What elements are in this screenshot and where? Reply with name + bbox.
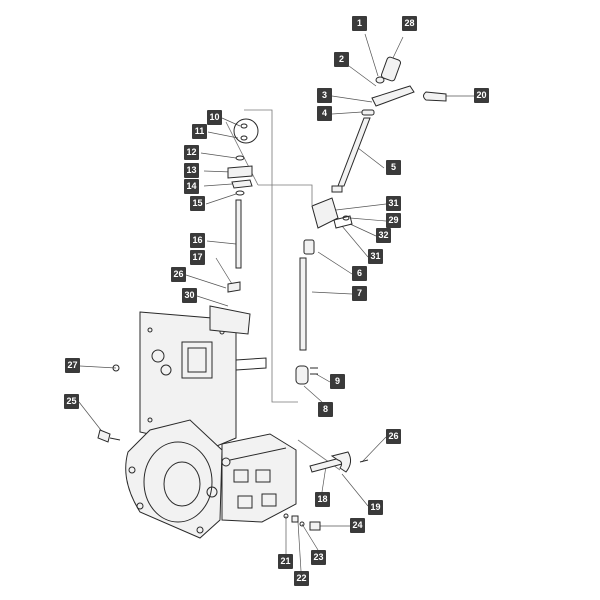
bell-housing bbox=[125, 419, 223, 539]
small-fasteners bbox=[227, 118, 259, 293]
callout-26-left: 26 bbox=[171, 267, 186, 282]
callout-13: 13 bbox=[184, 163, 199, 178]
gear-case bbox=[206, 433, 297, 523]
callout-21: 21 bbox=[278, 554, 293, 569]
callout-16: 16 bbox=[190, 233, 205, 248]
callout-22: 22 bbox=[294, 571, 309, 586]
callout-5: 5 bbox=[386, 160, 401, 175]
collar-and-pins bbox=[295, 365, 318, 385]
callout-14: 14 bbox=[184, 179, 199, 194]
callout-30: 30 bbox=[182, 288, 197, 303]
callout-17: 17 bbox=[190, 250, 205, 265]
callout-29: 29 bbox=[386, 213, 401, 228]
group-bracket-right bbox=[258, 184, 313, 205]
callout-15: 15 bbox=[190, 196, 205, 211]
callout-24: 24 bbox=[350, 518, 365, 533]
callout-25: 25 bbox=[64, 394, 79, 409]
callout-12: 12 bbox=[184, 145, 199, 160]
callout-23: 23 bbox=[311, 550, 326, 565]
callout-9: 9 bbox=[330, 374, 345, 389]
shift-bracket bbox=[299, 197, 353, 351]
callout-32: 32 bbox=[376, 228, 391, 243]
callout-27: 27 bbox=[65, 358, 80, 373]
callout-8: 8 bbox=[318, 402, 333, 417]
leader-lines bbox=[78, 33, 474, 572]
callout-11: 11 bbox=[192, 124, 207, 139]
shift-lever-assembly bbox=[331, 56, 447, 193]
callout-18: 18 bbox=[315, 492, 330, 507]
callout-6: 6 bbox=[352, 266, 367, 281]
callout-31-lower: 31 bbox=[368, 249, 383, 264]
callout-1: 1 bbox=[352, 16, 367, 31]
housing-plate bbox=[139, 305, 267, 449]
callout-2: 2 bbox=[334, 52, 349, 67]
callout-28: 28 bbox=[402, 16, 417, 31]
callout-10: 10 bbox=[207, 110, 222, 125]
callout-19: 19 bbox=[368, 500, 383, 515]
callout-20: 20 bbox=[474, 88, 489, 103]
callout-7: 7 bbox=[352, 286, 367, 301]
bottom-fasteners bbox=[97, 364, 321, 531]
callout-31-upper: 31 bbox=[386, 196, 401, 211]
callout-3: 3 bbox=[317, 88, 332, 103]
callout-4: 4 bbox=[317, 106, 332, 121]
side-shaft-and-fork bbox=[309, 451, 369, 473]
group-bracket-left bbox=[244, 109, 298, 403]
callout-26-right: 26 bbox=[386, 429, 401, 444]
